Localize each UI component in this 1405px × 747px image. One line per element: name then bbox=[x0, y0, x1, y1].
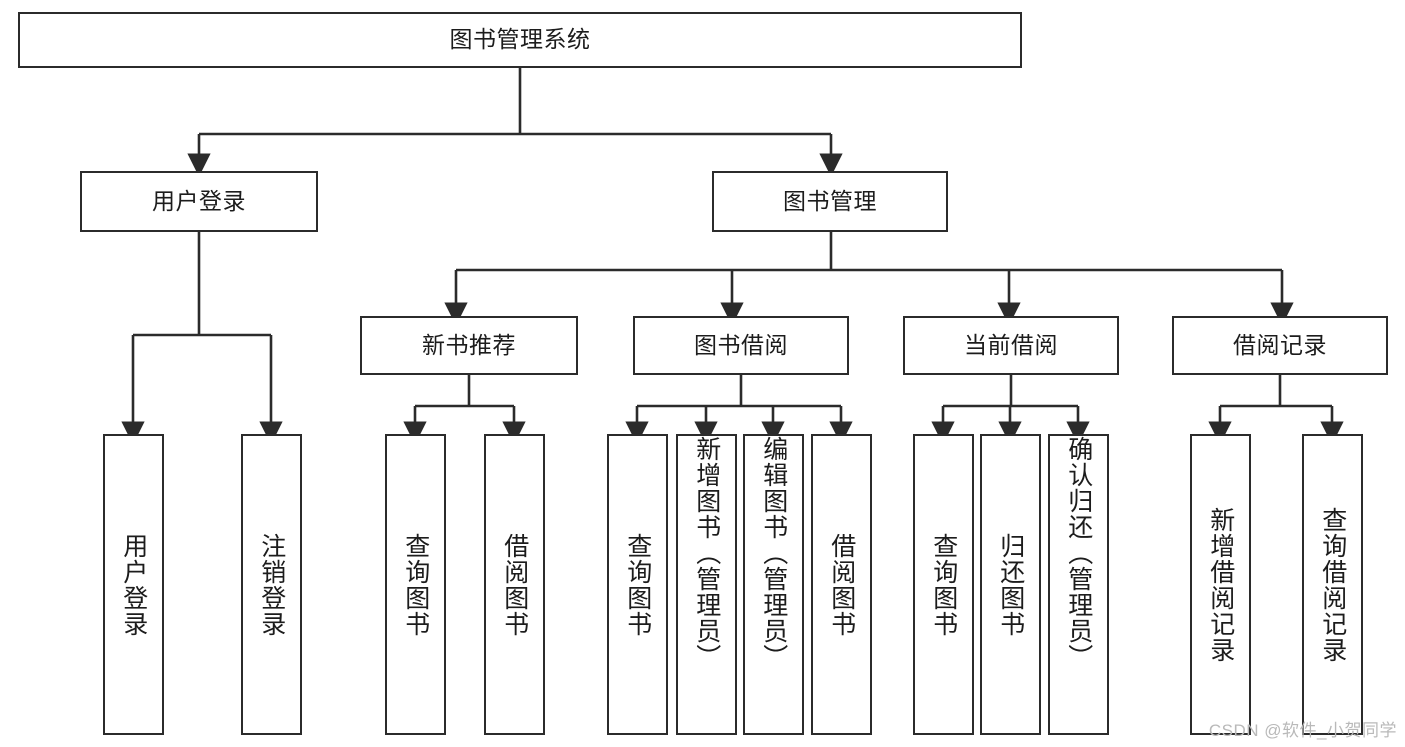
node-book-management-label: 图书管理 bbox=[783, 187, 877, 214]
leaf-borrow-book-newbook[interactable]: 借阅图书 bbox=[484, 434, 545, 735]
leaf-edit-book-admin[interactable]: 编辑图书（管理员） bbox=[743, 434, 804, 735]
node-current-borrow[interactable]: 当前借阅 bbox=[903, 316, 1119, 375]
leaf-add-borrow-record-label: 新增借阅记录 bbox=[1206, 506, 1235, 663]
node-book-borrow-label: 图书借阅 bbox=[694, 331, 788, 358]
leaf-borrow-book[interactable]: 借阅图书 bbox=[811, 434, 872, 735]
leaf-query-book-borrow[interactable]: 查询图书 bbox=[607, 434, 668, 735]
leaf-add-book-admin[interactable]: 新增图书（管理员） bbox=[676, 434, 737, 735]
leaf-confirm-return-admin[interactable]: 确认归还（管理员） bbox=[1048, 434, 1109, 735]
leaf-return-book-label: 归还图书 bbox=[996, 532, 1025, 637]
node-root-label: 图书管理系统 bbox=[449, 26, 591, 53]
leaf-user-login-label: 用户登录 bbox=[119, 532, 148, 637]
leaf-logout-label: 注销登录 bbox=[257, 532, 286, 637]
leaf-logout[interactable]: 注销登录 bbox=[241, 434, 302, 735]
leaf-borrow-book-label: 借阅图书 bbox=[827, 532, 856, 637]
leaf-borrow-book-newbook-label: 借阅图书 bbox=[500, 532, 529, 637]
leaf-query-book-newbook[interactable]: 查询图书 bbox=[385, 434, 446, 735]
leaf-query-book-borrow-label: 查询图书 bbox=[623, 532, 652, 637]
leaf-query-book-current[interactable]: 查询图书 bbox=[913, 434, 974, 735]
node-root[interactable]: 图书管理系统 bbox=[18, 12, 1022, 68]
csdn-watermark: CSDN @软件_小贺同学 bbox=[1208, 721, 1397, 740]
leaf-user-login[interactable]: 用户登录 bbox=[103, 434, 164, 735]
leaf-query-borrow-record-label: 查询借阅记录 bbox=[1318, 506, 1347, 663]
leaf-add-borrow-record[interactable]: 新增借阅记录 bbox=[1190, 434, 1251, 735]
leaf-query-book-current-label: 查询图书 bbox=[929, 532, 958, 637]
leaf-edit-book-admin-label: 编辑图书（管理员） bbox=[759, 436, 788, 670]
node-book-management[interactable]: 图书管理 bbox=[712, 171, 948, 232]
node-current-borrow-label: 当前借阅 bbox=[964, 331, 1058, 358]
leaf-query-borrow-record[interactable]: 查询借阅记录 bbox=[1302, 434, 1363, 735]
leaf-confirm-return-admin-label: 确认归还（管理员） bbox=[1064, 436, 1093, 670]
leaf-query-book-newbook-label: 查询图书 bbox=[401, 532, 430, 637]
leaf-add-book-admin-label: 新增图书（管理员） bbox=[692, 436, 721, 670]
node-borrow-record[interactable]: 借阅记录 bbox=[1172, 316, 1388, 375]
node-book-borrow[interactable]: 图书借阅 bbox=[633, 316, 849, 375]
node-new-book-recommend-label: 新书推荐 bbox=[422, 331, 516, 358]
leaf-return-book[interactable]: 归还图书 bbox=[980, 434, 1041, 735]
node-user-login[interactable]: 用户登录 bbox=[80, 171, 318, 232]
node-borrow-record-label: 借阅记录 bbox=[1233, 331, 1327, 358]
node-user-login-label: 用户登录 bbox=[152, 187, 246, 214]
node-new-book-recommend[interactable]: 新书推荐 bbox=[360, 316, 578, 375]
